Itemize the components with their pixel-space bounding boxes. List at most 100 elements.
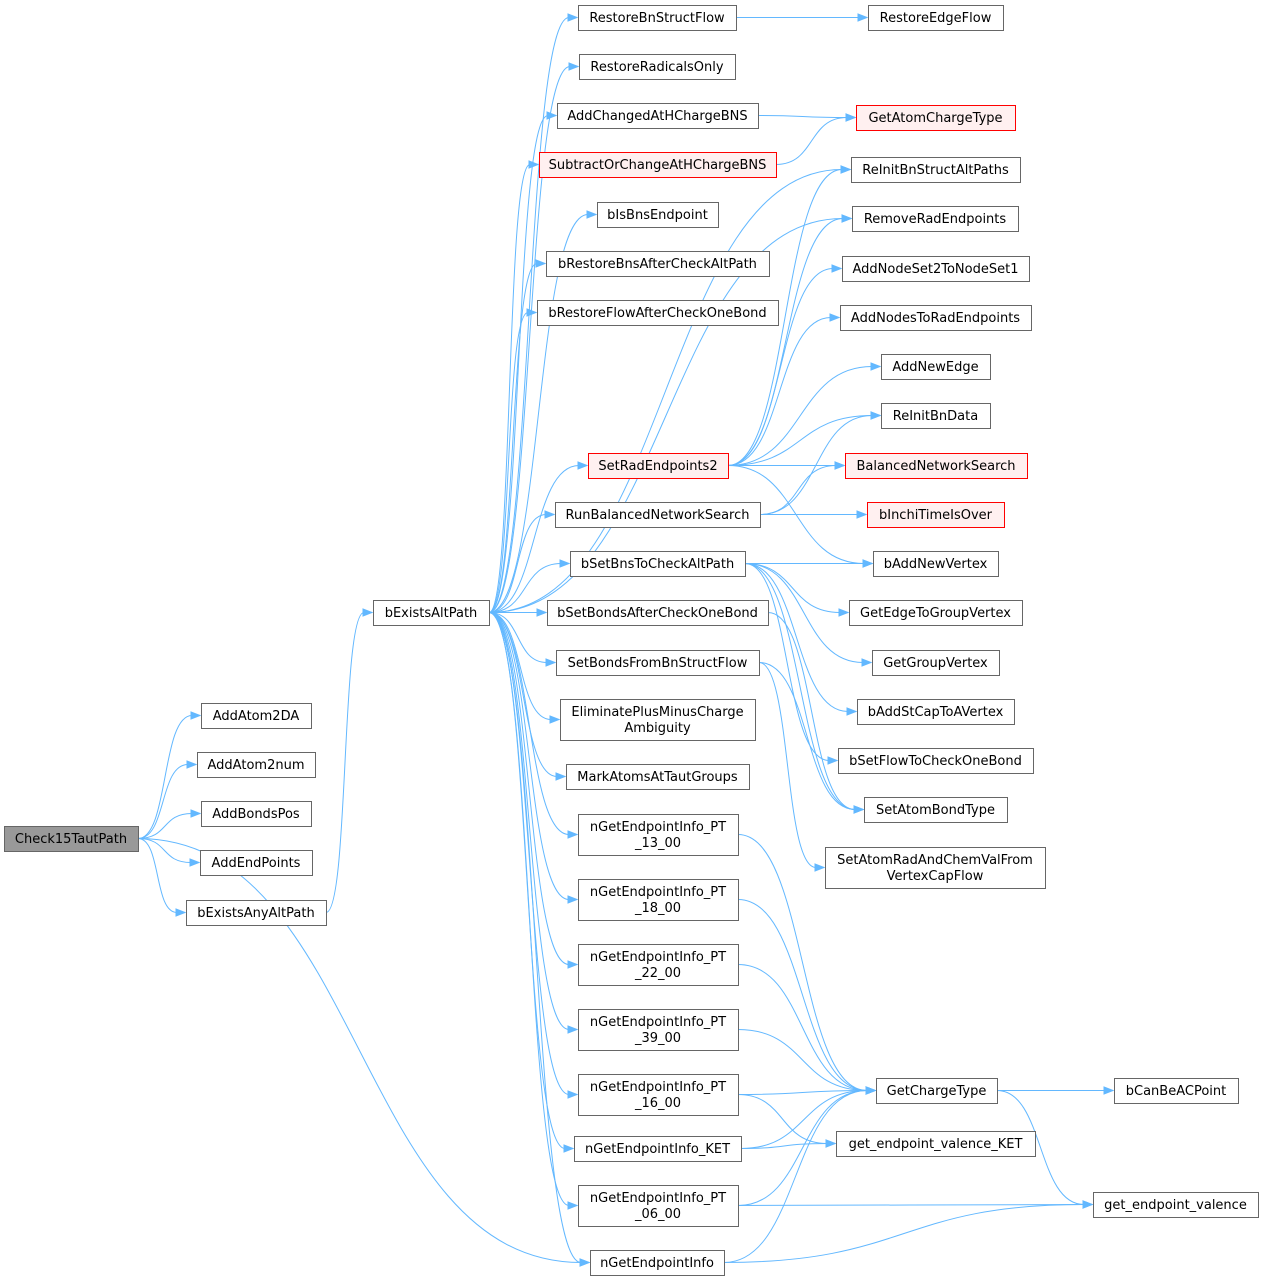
- node-box[interactable]: [555, 502, 761, 528]
- node-n-get-ep-ket[interactable]: nGetEndpointInfo_KET: [574, 1136, 742, 1162]
- node-box[interactable]: [845, 453, 1028, 479]
- node-check15[interactable]: Check15TautPath: [4, 826, 139, 852]
- node-n-get-ep-39[interactable]: nGetEndpointInfo_PT_39_00: [578, 1009, 739, 1051]
- node-box[interactable]: [868, 5, 1004, 31]
- node-box[interactable]: [579, 54, 736, 80]
- node-box[interactable]: [842, 256, 1030, 282]
- node-b-restore-bns-after-check-alt-path[interactable]: bRestoreBnsAfterCheckAltPath: [546, 251, 770, 277]
- node-get-endpoint-valence[interactable]: get_endpoint_valence: [1093, 1192, 1259, 1218]
- node-box[interactable]: [590, 1250, 725, 1276]
- node-get-group-vertex[interactable]: GetGroupVertex: [872, 650, 1000, 676]
- node-box[interactable]: [864, 797, 1008, 823]
- node-box[interactable]: [873, 551, 999, 577]
- node-box[interactable]: [578, 1074, 739, 1116]
- node-remove-rad-endpoints[interactable]: RemoveRadEndpoints: [852, 206, 1019, 232]
- node-box[interactable]: [200, 850, 313, 876]
- node-box[interactable]: [556, 650, 760, 676]
- node-box[interactable]: [578, 1009, 739, 1051]
- node-set-bonds-from-bn-struct-flow[interactable]: SetBondsFromBnStructFlow: [556, 650, 760, 676]
- node-get-charge-type[interactable]: GetChargeType: [876, 1078, 998, 1104]
- node-set-atom-bond-type[interactable]: SetAtomBondType: [864, 797, 1008, 823]
- node-n-get-ep-18[interactable]: nGetEndpointInfo_PT_18_00: [578, 879, 739, 921]
- node-box[interactable]: [539, 152, 777, 178]
- node-box[interactable]: [578, 879, 739, 921]
- node-re-init-bn-data[interactable]: ReInitBnData: [881, 403, 991, 429]
- node-box[interactable]: [1093, 1192, 1259, 1218]
- node-box[interactable]: [570, 551, 746, 577]
- node-box[interactable]: [849, 600, 1023, 626]
- node-box[interactable]: [4, 826, 139, 852]
- node-b-can-be-acpoint[interactable]: bCanBeACPoint: [1114, 1078, 1239, 1104]
- node-n-get-ep-06[interactable]: nGetEndpointInfo_PT_06_00: [578, 1185, 739, 1227]
- node-box[interactable]: [876, 1078, 998, 1104]
- node-box[interactable]: [201, 801, 312, 827]
- node-subtract-or-change[interactable]: SubtractOrChangeAtHChargeBNS: [539, 152, 777, 178]
- node-b-exists-any-alt-path[interactable]: bExistsAnyAltPath: [186, 900, 327, 926]
- node-get-edge-to-group-vertex[interactable]: GetEdgeToGroupVertex: [849, 600, 1023, 626]
- node-b-inchi-time-is-over[interactable]: bInchiTimeIsOver: [867, 502, 1005, 528]
- node-b-add-st-cap-to-avertex[interactable]: bAddStCapToAVertex: [857, 699, 1015, 725]
- node-box[interactable]: [201, 703, 312, 729]
- node-box[interactable]: [578, 1185, 739, 1227]
- node-add-changed-at-hcharge-bns[interactable]: AddChangedAtHChargeBNS: [557, 103, 759, 129]
- node-restore-bn-struct-flow[interactable]: RestoreBnStructFlow: [578, 5, 737, 31]
- node-box[interactable]: [186, 900, 327, 926]
- node-b-set-bns-to-check-alt-path[interactable]: bSetBnsToCheckAltPath: [570, 551, 746, 577]
- node-box[interactable]: [881, 403, 991, 429]
- node-n-get-endpoint-info[interactable]: nGetEndpointInfo: [590, 1250, 725, 1276]
- node-box[interactable]: [578, 814, 739, 856]
- node-add-bonds-pos[interactable]: AddBondsPos: [201, 801, 312, 827]
- node-restore-radicals-only[interactable]: RestoreRadicalsOnly: [579, 54, 736, 80]
- node-box[interactable]: [578, 5, 737, 31]
- node-b-add-new-vertex[interactable]: bAddNewVertex: [873, 551, 999, 577]
- node-re-init-bn-struct-alt-paths[interactable]: ReInitBnStructAltPaths: [851, 157, 1021, 183]
- node-add-atom2num[interactable]: AddAtom2num: [197, 752, 316, 778]
- node-get-atom-charge-type[interactable]: GetAtomChargeType: [856, 105, 1016, 131]
- node-mark-atoms-at-taut-groups[interactable]: MarkAtomsAtTautGroups: [566, 764, 750, 790]
- node-box[interactable]: [836, 1131, 1036, 1157]
- node-box[interactable]: [872, 650, 1000, 676]
- node-box[interactable]: [566, 764, 750, 790]
- node-n-get-ep-16[interactable]: nGetEndpointInfo_PT_16_00: [578, 1074, 739, 1116]
- node-box[interactable]: [546, 251, 770, 277]
- node-box[interactable]: [856, 105, 1016, 131]
- node-restore-edge-flow[interactable]: RestoreEdgeFlow: [868, 5, 1004, 31]
- node-box[interactable]: [597, 202, 719, 228]
- node-add-new-edge[interactable]: AddNewEdge: [881, 354, 991, 380]
- node-box[interactable]: [840, 305, 1032, 331]
- node-n-get-ep-22[interactable]: nGetEndpointInfo_PT_22_00: [578, 944, 739, 986]
- node-run-balanced-network-search[interactable]: RunBalancedNetworkSearch: [555, 502, 761, 528]
- node-box[interactable]: [557, 103, 759, 129]
- node-b-restore-flow-after-check-one-bond[interactable]: bRestoreFlowAfterCheckOneBond: [537, 300, 779, 326]
- node-box[interactable]: [547, 600, 769, 626]
- node-add-atom2-da[interactable]: AddAtom2DA: [201, 703, 312, 729]
- node-b-set-bonds-after-check-one-bond[interactable]: bSetBondsAfterCheckOneBond: [547, 600, 769, 626]
- node-get-endpoint-valence-ket[interactable]: get_endpoint_valence_KET: [836, 1131, 1036, 1157]
- node-box[interactable]: [1114, 1078, 1239, 1104]
- node-box[interactable]: [197, 752, 316, 778]
- node-box[interactable]: [578, 944, 739, 986]
- node-box[interactable]: [825, 847, 1046, 889]
- node-b-set-flow-to-check-one-bond[interactable]: bSetFlowToCheckOneBond: [838, 748, 1034, 774]
- node-box[interactable]: [851, 157, 1021, 183]
- node-set-rad-endpoints2[interactable]: SetRadEndpoints2: [588, 453, 729, 479]
- node-box[interactable]: [838, 748, 1034, 774]
- node-box[interactable]: [560, 699, 756, 741]
- node-box[interactable]: [881, 354, 991, 380]
- node-box[interactable]: [373, 600, 490, 626]
- node-box[interactable]: [852, 206, 1019, 232]
- node-box[interactable]: [867, 502, 1005, 528]
- node-box[interactable]: [537, 300, 779, 326]
- node-add-nodes-to-rad-endpoints[interactable]: AddNodesToRadEndpoints: [840, 305, 1032, 331]
- node-add-node-set2-to-node-set1[interactable]: AddNodeSet2ToNodeSet1: [842, 256, 1030, 282]
- node-add-end-points[interactable]: AddEndPoints: [200, 850, 313, 876]
- node-b-is-bns-endpoint[interactable]: bIsBnsEndpoint: [597, 202, 719, 228]
- node-n-get-ep-13[interactable]: nGetEndpointInfo_PT_13_00: [578, 814, 739, 856]
- node-box[interactable]: [574, 1136, 742, 1162]
- node-balanced-network-search[interactable]: BalancedNetworkSearch: [845, 453, 1028, 479]
- node-box[interactable]: [588, 453, 729, 479]
- node-b-exists-alt-path[interactable]: bExistsAltPath: [373, 600, 490, 626]
- node-box[interactable]: [857, 699, 1015, 725]
